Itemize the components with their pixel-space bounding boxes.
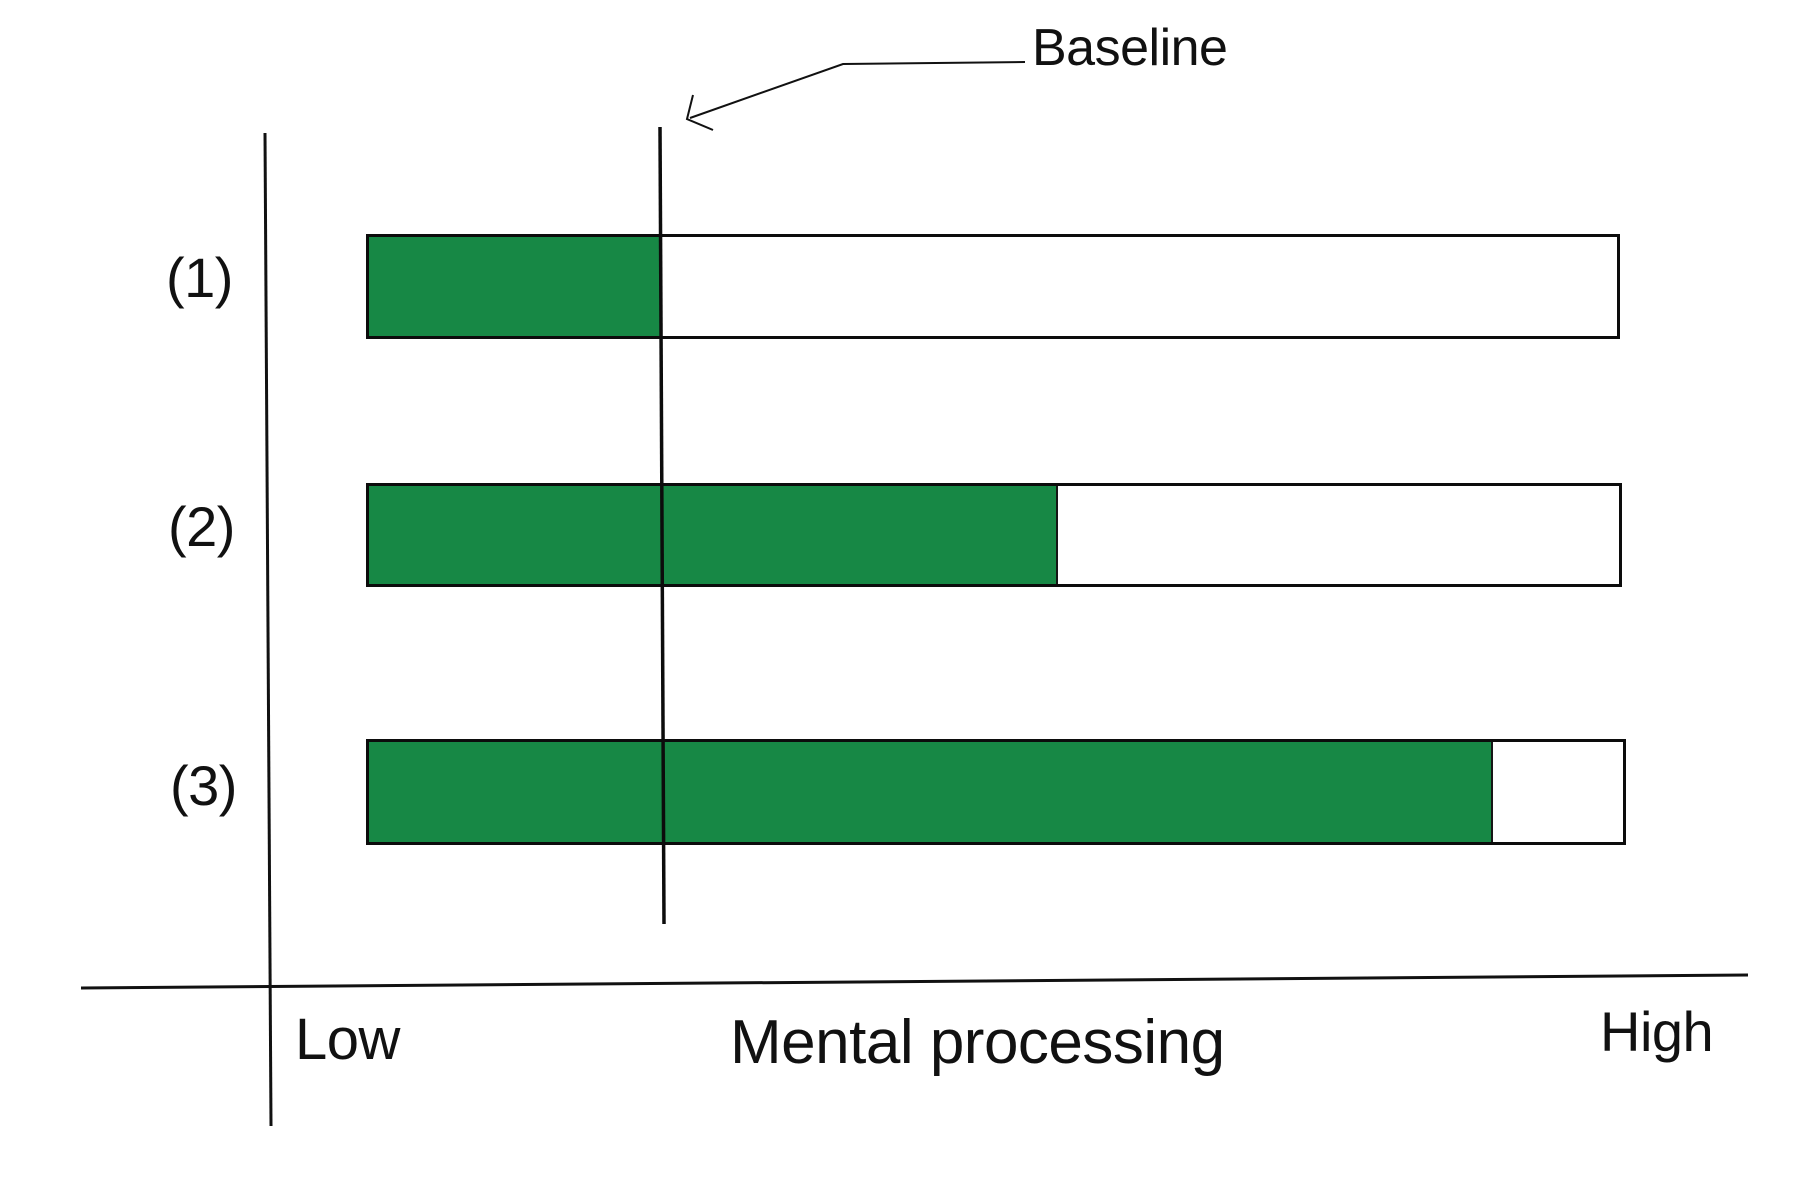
bar-fill-3: [369, 742, 1493, 842]
baseline-annotation-label: Baseline: [1032, 19, 1228, 77]
row-label-3: (3): [170, 754, 237, 817]
bar-fill-2: [369, 486, 1058, 584]
x-axis-high-label: High: [1600, 1000, 1714, 1063]
bar-row-3: [366, 739, 1626, 845]
bar-row-1: [366, 234, 1620, 339]
x-axis-low-label: Low: [295, 1007, 400, 1072]
row-label-1: (1): [166, 246, 233, 309]
x-axis-line: [80, 973, 1749, 990]
x-axis-title: Mental processing: [730, 1008, 1225, 1077]
row-label-2: (2): [168, 495, 235, 558]
bar-row-2: [366, 483, 1622, 587]
bar-fill-1: [369, 237, 663, 336]
baseline-leader-line: [689, 61, 1026, 119]
baseline-arrowhead-icon: [685, 94, 714, 131]
y-axis-line: [263, 132, 273, 1127]
